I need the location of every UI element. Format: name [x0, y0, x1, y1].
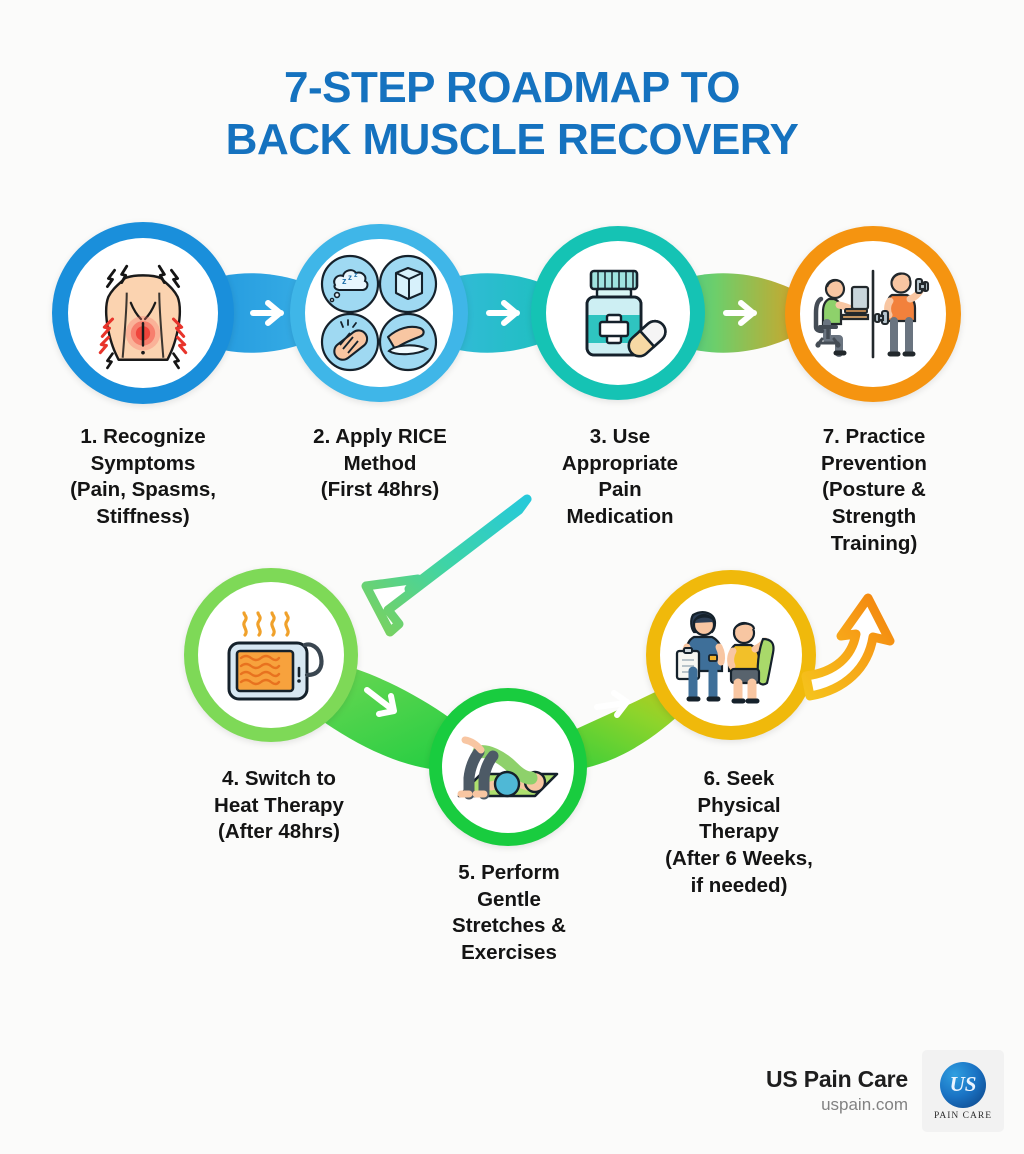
- svg-text:z: z: [342, 276, 347, 286]
- svg-text:z: z: [348, 273, 352, 282]
- step-4-ring: [184, 568, 358, 742]
- step-5-icon-well: [442, 701, 574, 833]
- ice-cube-sub-icon: [378, 254, 438, 314]
- title-line-2: BACK MUSCLE RECOVERY: [225, 114, 799, 164]
- step-5-label: 5. Perform Gentle Stretches & Exercises: [452, 861, 566, 964]
- rice-method-four-circles-icon: z z z: [320, 254, 438, 372]
- back-pain-torso-icon: [98, 264, 188, 370]
- step-6-icon-well: [660, 584, 802, 726]
- step-1-icon-well: [68, 238, 218, 388]
- footer-text-block: US Pain Care uspain.com: [766, 1066, 908, 1117]
- step-2-ring: z z z: [290, 224, 468, 402]
- brand-name: US Pain Care: [765, 1065, 908, 1092]
- page-title: 7-STEP ROADMAP TO BACK MUSCLE RECOVERY: [0, 62, 1024, 166]
- brand-website[interactable]: uspain.com: [821, 1095, 908, 1115]
- logo-mark-icon: US: [940, 1061, 986, 1108]
- title-line-1: 7-STEP ROADMAP TO: [283, 63, 741, 112]
- step-6-label: 6. Seek Physical Therapy (After 6 Weeks,…: [665, 767, 813, 897]
- therapist-sub-icon: [675, 611, 726, 702]
- step-7-label: 7. Practice Prevention (Posture & Streng…: [821, 425, 927, 555]
- patient-band-sub-icon: [727, 621, 775, 704]
- step-3-ring: [531, 226, 705, 400]
- step-3-label: 3. Use Appropriate Pain Medication: [561, 425, 679, 528]
- brand-logo: US PAIN CARE: [922, 1050, 1004, 1132]
- step-7-ring: [785, 226, 961, 402]
- step-2-label: 2. Apply RICE Method (First 48hrs): [313, 425, 447, 502]
- step-1-ring: [52, 222, 234, 404]
- step-3-icon-well: [546, 241, 690, 385]
- rest-sleep-sub-icon: z z z: [320, 254, 380, 314]
- stretch-exercise-mat-icon: [457, 736, 559, 800]
- step-1-label: 1. Recognize Symptoms (Pain, Spasms, Sti…: [70, 425, 216, 528]
- step-6-ring: [646, 570, 816, 740]
- dumbbell-strength-sub-icon: [873, 272, 930, 357]
- step-4-icon-well: [198, 582, 344, 728]
- desk-posture-dumbbell-icon: [813, 269, 930, 359]
- step-7-icon-well: [800, 241, 946, 387]
- heating-pad-icon: [227, 611, 324, 701]
- seated-posture-sub-icon: [813, 278, 870, 357]
- elevation-leg-sub-icon: [378, 312, 438, 372]
- footer-branding: US Pain Care uspain.com US PAIN CARE: [766, 1050, 1004, 1132]
- compression-bandage-sub-icon: [320, 312, 380, 372]
- step-5-ring: [429, 688, 587, 846]
- svg-text:z: z: [354, 272, 358, 279]
- physical-therapist-patient-band-icon: [675, 611, 775, 704]
- step-4-label: 4. Switch to Heat Therapy (After 48hrs): [214, 767, 344, 844]
- logo-caption: PAIN CARE: [933, 1110, 992, 1121]
- step-2-icon-well: z z z: [305, 239, 453, 387]
- pill-bottle-capsule-icon: [585, 269, 667, 358]
